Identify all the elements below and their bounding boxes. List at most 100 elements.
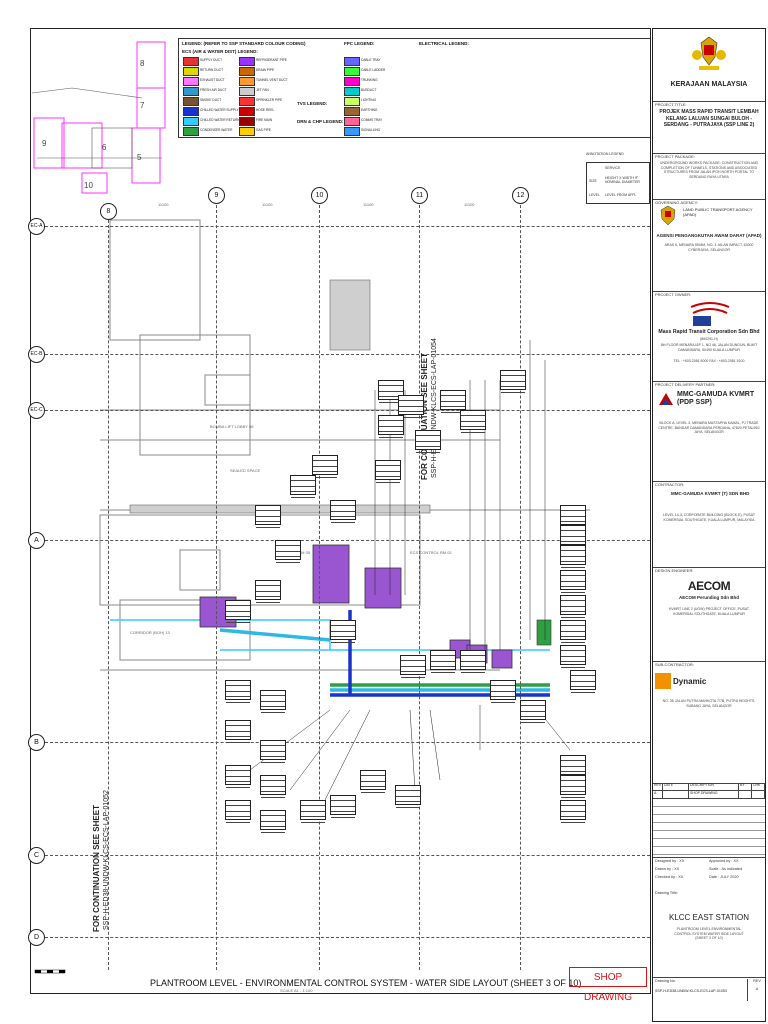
grid-bubble-col: 8 <box>100 203 117 220</box>
grid-bubble-row: B <box>28 734 45 751</box>
legend-swatch <box>344 77 360 86</box>
pipe-annotation-tag <box>398 395 424 418</box>
drawing-subtitle: PLANTROOM LEVEL ENVIRONMENTAL CONTROL SY… <box>674 927 744 940</box>
pipe-annotation-tag <box>255 505 281 528</box>
svg-text:8: 8 <box>140 59 145 68</box>
room-label-sealed-space: SEALED SPACE <box>230 468 261 473</box>
svg-text:6: 6 <box>102 143 107 152</box>
mmc-gamuda-logo-icon <box>659 393 673 405</box>
annotation-service: SERVICE <box>605 166 621 170</box>
pipe-annotation-tag <box>275 540 301 563</box>
pipe-annotation-tag <box>225 765 251 788</box>
package-label: PROJECT PACKAGE: <box>655 154 695 159</box>
pipe-annotation-tag <box>330 795 356 818</box>
designer-address: KVMRT LINE 2 (UGW) PROJECT OFFICE, PUSAT… <box>668 607 750 616</box>
pipe-annotation-tag <box>560 645 586 668</box>
revision-empty-row <box>653 847 765 855</box>
legend-swatch-label: LIGHTING <box>361 98 377 102</box>
owner-name: Mass Rapid Transit Corporation Sdn Bhd <box>658 329 760 335</box>
pipe-annotation-tag <box>560 800 586 823</box>
agency-en: LAND PUBLIC TRANSPORT AGENCY (APAD) <box>683 207 753 217</box>
package-text: UNDERGROUND WORKS PACKAGE: CONSTRUCTION … <box>659 161 759 179</box>
project-title-label: PROJECT TITLE: <box>655 102 687 107</box>
pipe-annotation-tag <box>260 775 286 798</box>
legend-swatch <box>239 67 255 76</box>
pipe-annotation-tag <box>560 525 586 548</box>
pipe-annotation-tag <box>490 680 516 703</box>
revision-cell: REV <box>653 783 663 790</box>
title-block: KERAJAAN MALAYSIA PROJECT TITLE: PROJEK … <box>652 28 766 1022</box>
drawing-title-label: Drawing Title: <box>655 891 678 895</box>
plan-frame <box>30 28 651 994</box>
scale-info: Scale : As indicated <box>709 867 743 871</box>
approved-by: Approved by : XX <box>709 859 739 863</box>
grid-bubble-row: D <box>28 929 45 946</box>
svg-text:5: 5 <box>137 153 142 162</box>
revision-empty-row <box>653 831 765 839</box>
pipe-annotation-tag <box>500 370 526 393</box>
revision-cell <box>752 791 765 798</box>
pipe-annotation-tag <box>375 460 401 483</box>
pipe-annotation-tag <box>360 770 386 793</box>
legend-swatch <box>183 107 199 116</box>
legend-swatch <box>239 97 255 106</box>
pdp-label: PROJECT DELIVERY PARTNER: <box>655 382 716 387</box>
grid-bubble-row: EC-C <box>28 402 45 419</box>
grid-line-12 <box>520 200 521 970</box>
legend-swatch <box>183 127 199 136</box>
owner-tel: TEL : +603-2081 5000 FAX : +603-2081 510… <box>673 359 745 363</box>
revision-cell: BY <box>739 783 752 790</box>
drawn-by: Drawn by : XX <box>655 867 680 871</box>
legend-swatch-label: FRESH AIR DUCT <box>200 88 227 92</box>
grid-bubble-row: C <box>28 847 45 864</box>
scale-bar <box>34 969 66 974</box>
owner-reg: (860291-H) <box>700 337 718 341</box>
pipe-annotation-tag <box>560 755 586 778</box>
legend-swatch-label: SIGNALLING <box>361 128 381 132</box>
svg-text:9: 9 <box>42 139 47 148</box>
continuation-ref-left: SSP-H-ED38-UNDW-KLCS-ECS-LAP-01052 <box>103 790 110 930</box>
pipe-annotation-tag <box>260 740 286 763</box>
legend-swatch-label: SMOKE DUCT <box>200 98 222 102</box>
designer-label: DESIGN ENGINEER: <box>655 568 694 573</box>
pipe-annotation-tag <box>415 430 441 453</box>
pdp-name: MMC-GAMUDA KVMRT (PDP SSP) <box>677 391 755 406</box>
pipe-annotation-tag <box>400 655 426 678</box>
legend-swatch-label: DRAIN PIPE <box>256 68 275 72</box>
legend-swatch-label: HOSE REEL <box>256 108 275 112</box>
revision-empty-row <box>653 815 765 823</box>
dynamic-logo-icon <box>655 673 671 689</box>
grid-line-c <box>40 855 650 856</box>
legend-swatch <box>239 87 255 96</box>
contractor-address: LEVEL 14-3, CORPORATE BUILDING (BLOCK E)… <box>663 513 755 522</box>
legend-swatch-label: BUSDUCT <box>361 88 377 92</box>
legend-swatch <box>183 97 199 106</box>
legend-swatch-label: COMMS TRAY <box>361 118 383 122</box>
grid-span-dimension: 11100 <box>464 202 475 207</box>
legend-swatch-label: TRUNKING <box>361 78 378 82</box>
pipe-annotation-tag <box>560 570 586 593</box>
legend-swatch <box>344 107 360 116</box>
owner-label: PROJECT OWNER: <box>655 292 692 297</box>
legend-swatch <box>239 77 255 86</box>
checked-by: Checked by : XX <box>655 875 684 879</box>
revision-cell: SHOP DRAWING <box>689 791 739 798</box>
grid-bubble-row: EC-B <box>28 346 45 363</box>
grid-line-d <box>40 937 650 938</box>
pipe-annotation-tag <box>560 620 586 643</box>
grid-bubble-col: 11 <box>411 187 428 204</box>
pipe-annotation-tag <box>430 650 456 673</box>
legend-swatch-label: RETURN DUCT <box>200 68 224 72</box>
room-label-ecs-control: ECS CONTROL RM 02 <box>410 550 452 555</box>
revision-empty-row <box>653 799 765 807</box>
agency-crest-icon <box>660 205 676 226</box>
annotation-legend-title: ANNOTATION LEGEND <box>586 152 624 156</box>
drawing-number: SSP-H-ED38-UNDW-KLCS-ECS-LAP-01053 <box>655 989 727 993</box>
grid-bubble-col: 10 <box>311 187 328 204</box>
contractor-label: CONTRACTOR: <box>655 482 685 487</box>
legend-swatch-label: CABLE TRAY <box>361 58 381 62</box>
revision-cell: DATE <box>663 783 689 790</box>
legend-swatch <box>344 57 360 66</box>
shop-drawing-stamp: SHOP DRAWING <box>569 967 647 1003</box>
